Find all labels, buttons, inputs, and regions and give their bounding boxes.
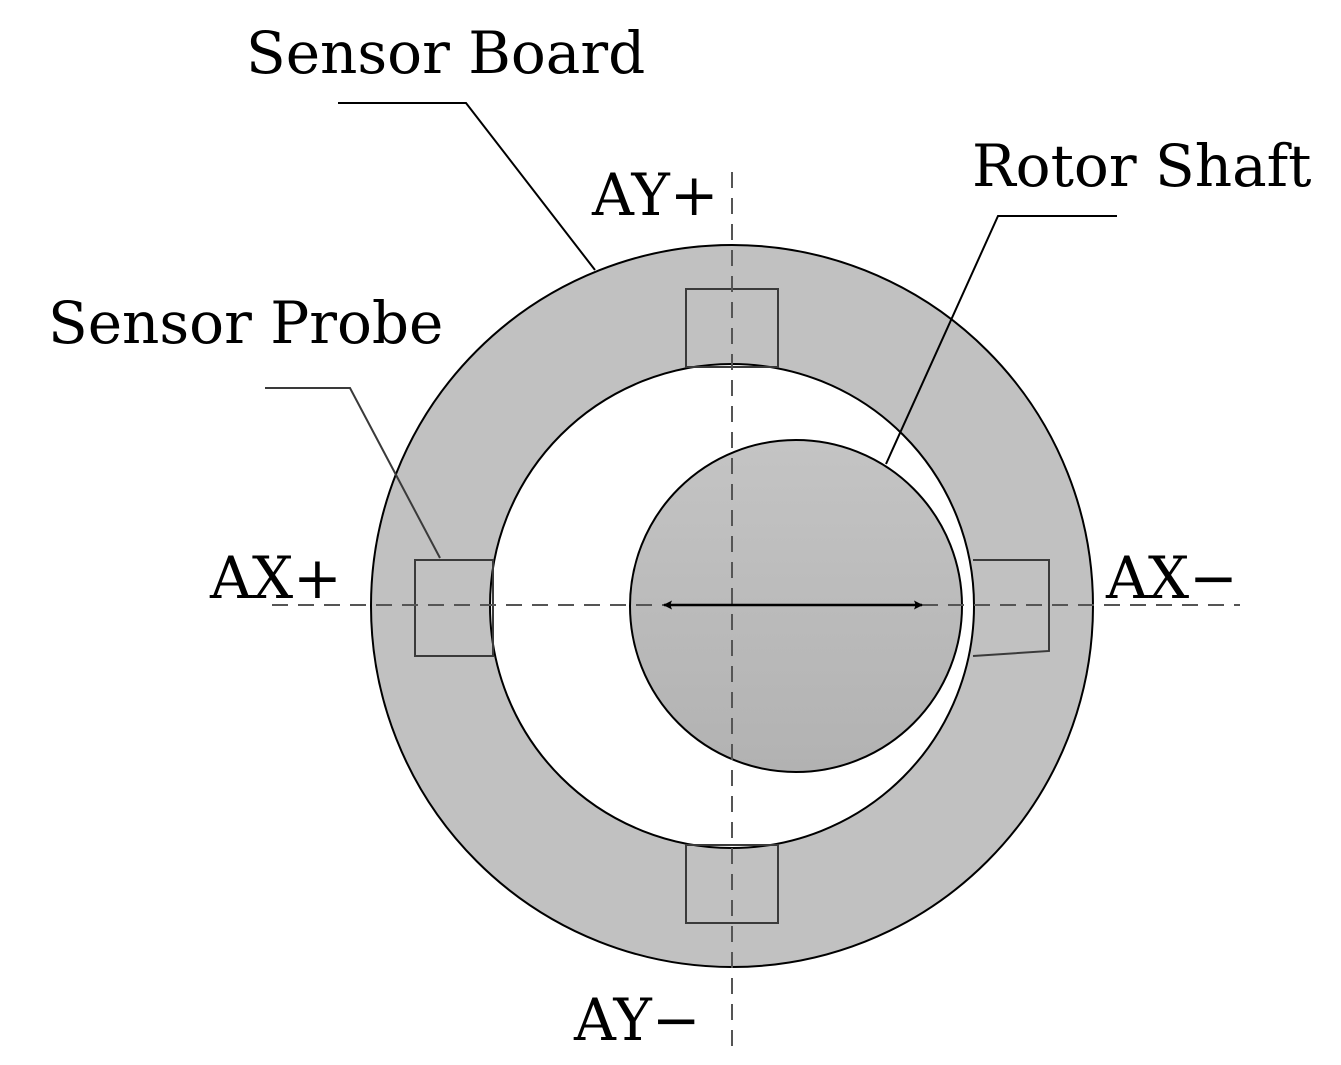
leader-sensor-probe bbox=[265, 387, 441, 559]
label-sensor-probe: Sensor Probe bbox=[48, 289, 443, 357]
label-ax-minus: AX− bbox=[1105, 544, 1238, 612]
sensor-probe-ax-plus bbox=[414, 559, 494, 657]
label-sensor-board: Sensor Board bbox=[246, 19, 645, 87]
label-ay-minus: AY− bbox=[573, 986, 700, 1054]
leader-rotor-shaft bbox=[885, 215, 1117, 465]
sensor-probe-ax-minus bbox=[972, 559, 1050, 657]
label-ax-plus: AX+ bbox=[209, 544, 342, 612]
leader-sensor-board bbox=[338, 102, 596, 271]
sensor-probe-ay-minus bbox=[685, 844, 779, 924]
label-ay-plus: AY+ bbox=[591, 161, 718, 229]
label-rotor-shaft: Rotor Shaft bbox=[972, 132, 1311, 200]
